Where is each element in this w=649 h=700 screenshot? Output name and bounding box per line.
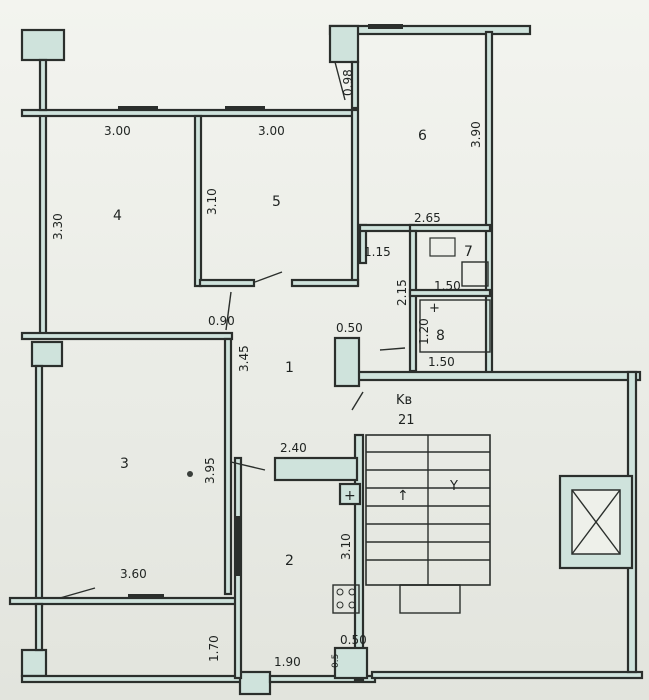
room-4-label: 4	[113, 208, 122, 224]
room-6-label: 6	[418, 128, 427, 144]
bathtub-plus: +	[429, 301, 440, 316]
door-balcony-room3	[59, 587, 96, 599]
door-entrance	[351, 391, 364, 411]
wall-left-room4	[38, 108, 48, 337]
dim-098: 0.98	[341, 69, 355, 96]
stair-y-mark: Y	[449, 479, 458, 494]
dim-265: 2.65	[414, 211, 441, 225]
column-top-left	[20, 28, 66, 62]
room-8-label: 8	[436, 328, 445, 344]
door-room5	[254, 271, 283, 283]
dim-215: 2.15	[395, 279, 409, 306]
wall-room3-right	[223, 337, 233, 596]
dim-300-left: 3.00	[104, 124, 131, 138]
wall-bottom-left	[20, 674, 244, 684]
wall-room5-left	[193, 114, 203, 288]
staircase	[365, 434, 491, 614]
toilet-room7	[429, 237, 456, 257]
apartment-label: Kв	[396, 393, 412, 408]
wall-room5-bottom-b	[290, 278, 360, 288]
cabinet-050-bottom	[333, 646, 369, 680]
wall-top-room6	[328, 24, 532, 36]
wall-room5-bottom-a	[198, 278, 256, 288]
wall-room6-left-stub	[350, 60, 360, 110]
dim-05-small: 0.5	[331, 654, 341, 668]
dim-150-top: 1.50	[434, 279, 461, 293]
wall-left-upper	[38, 58, 48, 112]
wall-bottom-right	[370, 670, 644, 680]
wall-above-7	[408, 223, 492, 233]
electric-panel	[338, 482, 362, 506]
room-3-label: 3	[120, 456, 129, 472]
room3-dot	[187, 471, 193, 477]
wall-room5-right	[350, 108, 360, 287]
wall-left-78	[408, 229, 418, 373]
electric-panel-plus: +	[344, 488, 356, 504]
wall-top-landing	[350, 370, 642, 382]
dim-330-left: 3.30	[51, 213, 65, 240]
dim-120: 1.20	[417, 318, 431, 345]
column-left-mid	[30, 340, 64, 368]
dim-300-mid: 3.00	[258, 124, 285, 138]
dim-115: 1.15	[364, 245, 391, 259]
door-room2	[230, 461, 266, 471]
apartment-number: 21	[398, 413, 415, 428]
wall-bottom-door	[238, 670, 272, 696]
cabinet-240	[273, 456, 359, 482]
elevator-cross-b	[571, 489, 621, 555]
wall-right-room6	[484, 30, 494, 379]
dim-395: 3.95	[203, 457, 217, 484]
window-room6	[368, 24, 403, 29]
dim-090: 0.90	[208, 314, 235, 328]
dim-345: 3.45	[237, 345, 251, 372]
dim-050-top: 0.50	[336, 321, 363, 335]
wall-left-bottom	[34, 602, 44, 652]
dim-150-bottom: 1.50	[428, 355, 455, 369]
room-5-label: 5	[272, 194, 281, 210]
wall-room2-right	[353, 433, 365, 682]
bathtub-room8	[419, 299, 491, 353]
stove	[332, 584, 360, 614]
room-1-label: 1	[285, 360, 294, 376]
cabinet-050-top	[333, 336, 361, 388]
wall-above-115	[358, 223, 416, 233]
window-room4	[118, 106, 158, 111]
dim-310-room5: 3.10	[205, 188, 219, 215]
column-bottom-left	[20, 648, 48, 678]
column-top-mid	[328, 24, 360, 64]
door-room8	[379, 347, 406, 351]
dim-050-bottom: 0.50	[340, 633, 367, 647]
room-7-label: 7	[464, 244, 473, 260]
dim-240: 2.40	[280, 441, 307, 455]
window-room3	[128, 594, 164, 599]
wall-between-4-3	[20, 331, 234, 341]
wall-top-rooms45	[20, 108, 359, 118]
wall-between-7-8	[408, 288, 492, 298]
window-room2	[236, 516, 241, 576]
door-room1-left	[225, 291, 232, 331]
dim-310-room2: 3.10	[339, 533, 353, 560]
wall-room3-bottom	[8, 596, 242, 606]
window-room5	[225, 106, 265, 111]
room-2-label: 2	[285, 553, 294, 569]
dim-170: 1.70	[207, 635, 221, 662]
stair-up-arrow: ↑	[397, 488, 409, 504]
sink-room7	[461, 261, 489, 287]
dim-390: 3.90	[469, 121, 483, 148]
dim-190: 1.90	[274, 655, 301, 669]
wall-left-room3	[34, 364, 44, 608]
dim-360: 3.60	[120, 567, 147, 581]
door-room6	[334, 61, 346, 101]
